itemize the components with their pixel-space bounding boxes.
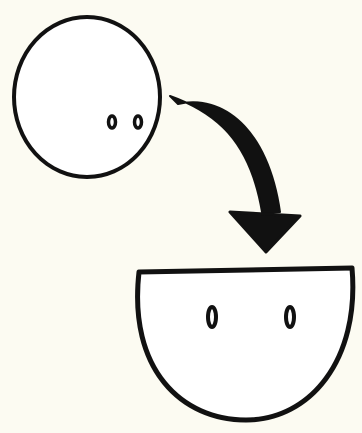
circle-face (14, 17, 160, 177)
circle-face-outline (14, 17, 160, 177)
arrow-shaft (170, 96, 280, 212)
half-face (138, 268, 353, 420)
half-face-outline (138, 268, 353, 420)
arrow-head (230, 212, 300, 252)
transform-arrow (170, 96, 300, 252)
